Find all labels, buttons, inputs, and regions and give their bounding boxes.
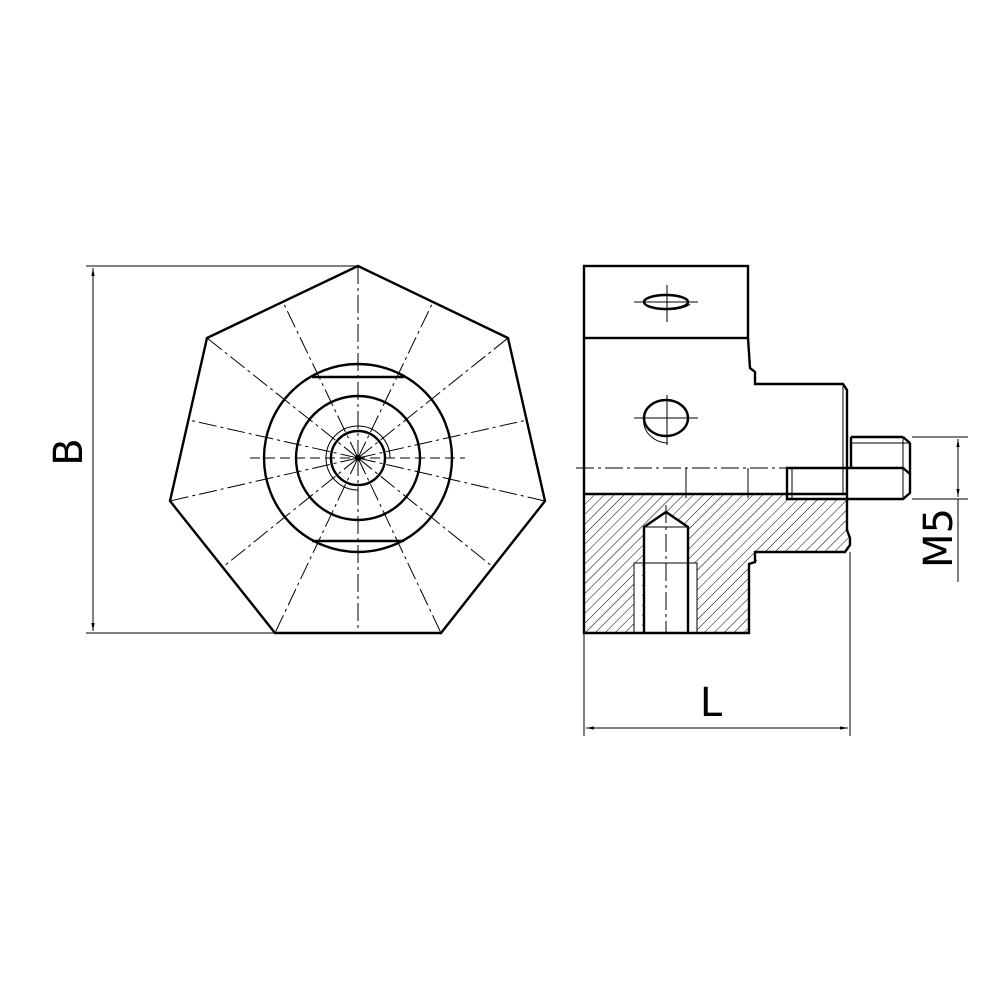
dimension-l: L <box>583 552 851 736</box>
cross-hole-top <box>634 285 698 322</box>
section-hatching <box>584 494 850 633</box>
inner-bore-circle <box>329 429 387 487</box>
threaded-stud <box>785 435 912 501</box>
dimension-label-m5: M5 <box>916 508 962 568</box>
dimension-label-b: B <box>46 438 92 465</box>
blind-hole <box>633 505 698 634</box>
side-section-view: M5 L <box>576 264 968 736</box>
cross-hole-middle <box>634 395 698 445</box>
thread-arc <box>325 425 391 491</box>
front-view: B <box>46 264 547 635</box>
main-body-outline <box>582 337 852 635</box>
outer-bore-circle <box>262 362 454 554</box>
radial-centerlines <box>169 266 546 634</box>
center-point <box>355 455 361 461</box>
upper-block <box>582 264 750 340</box>
dimension-label-l: L <box>700 680 723 726</box>
dimension-b: B <box>46 265 358 634</box>
middle-bore-circle <box>294 394 422 522</box>
dimension-m5: M5 <box>912 436 968 582</box>
